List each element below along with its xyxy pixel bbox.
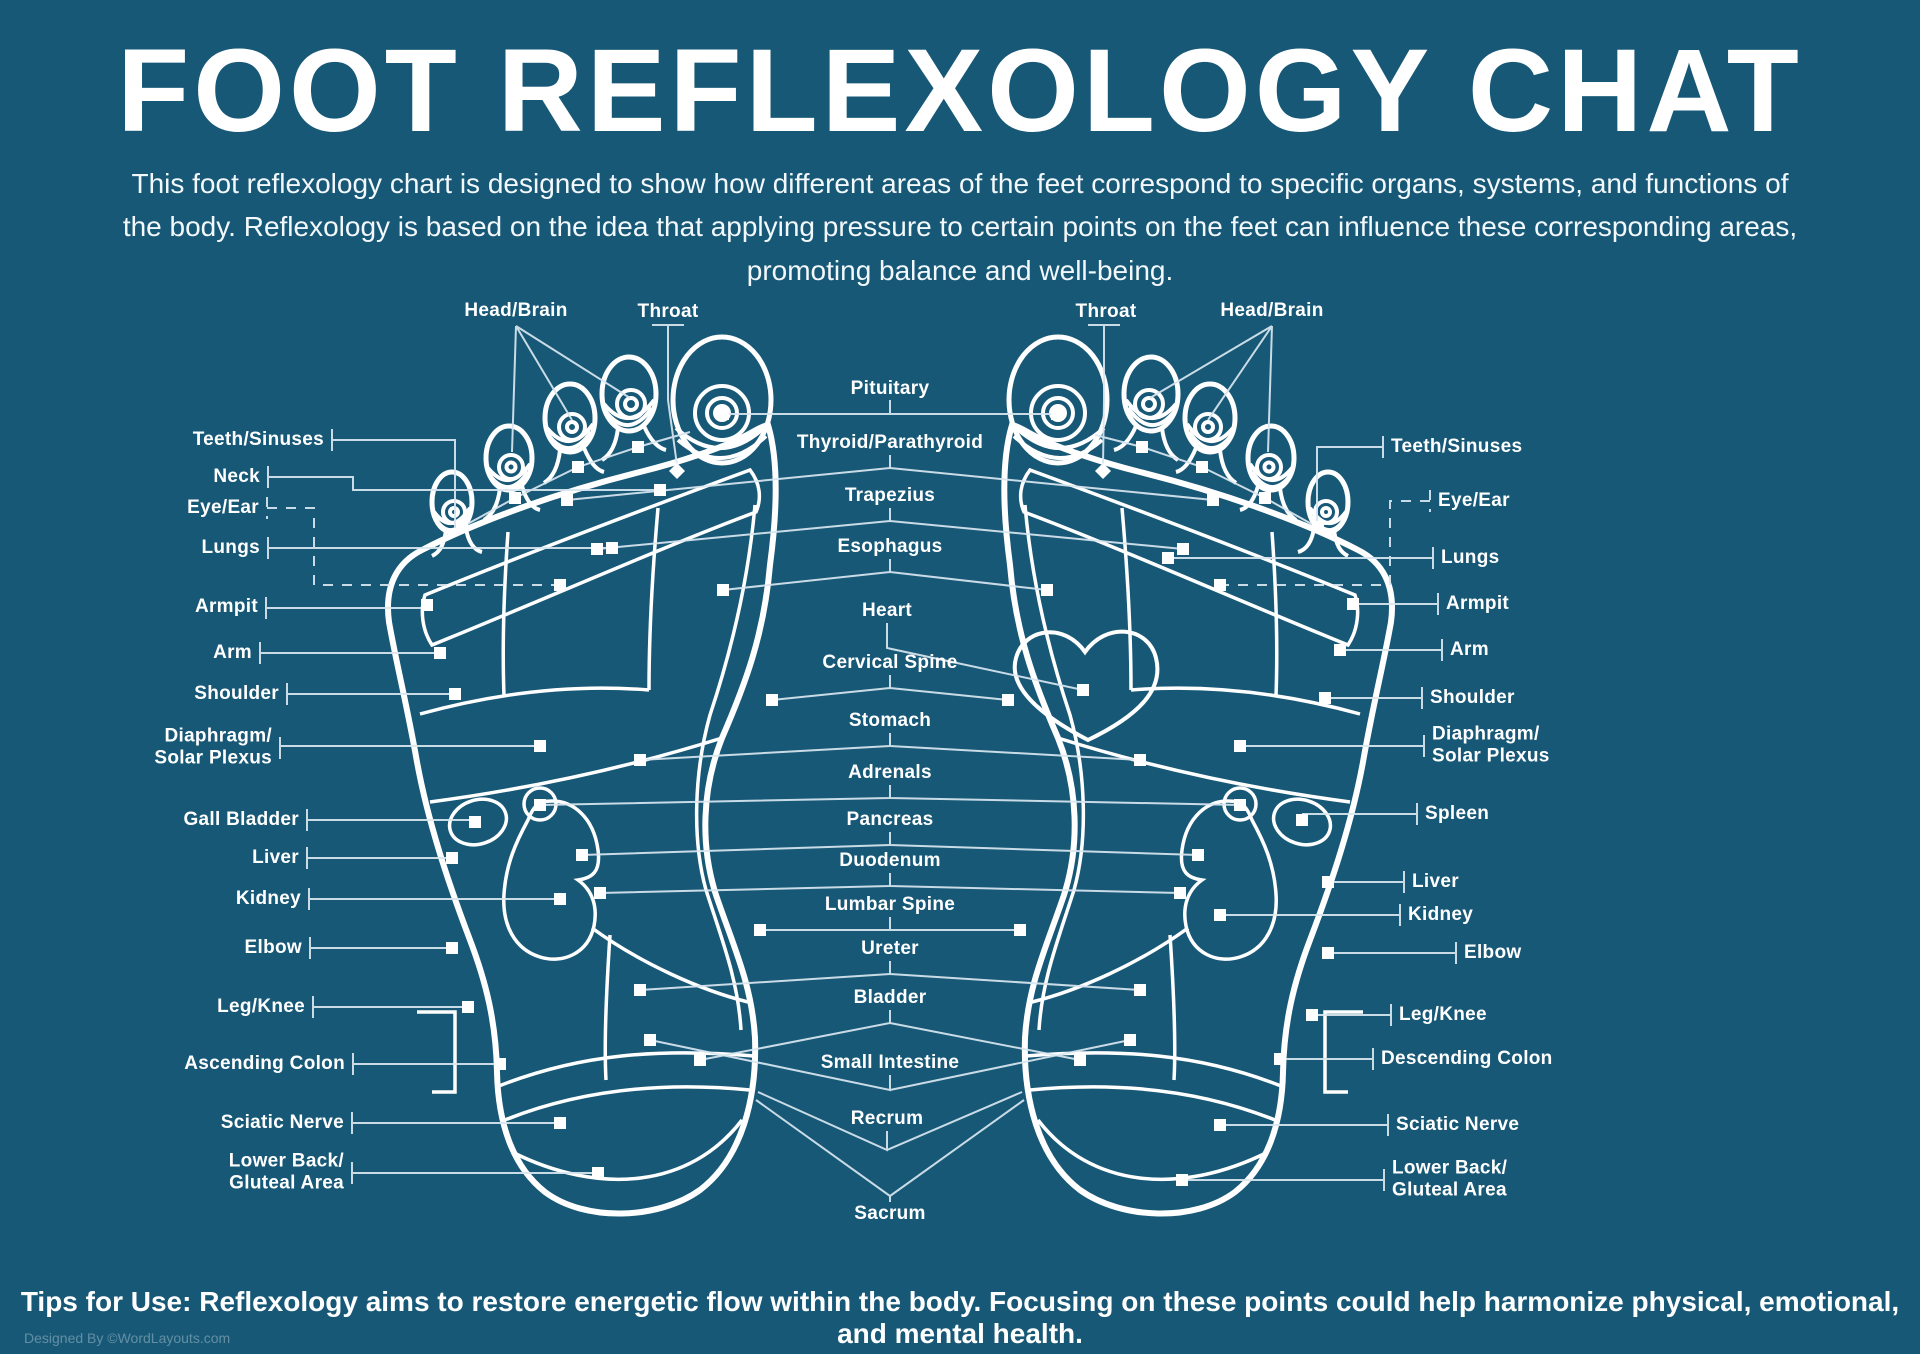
label-right-arm: Arm bbox=[1450, 638, 1489, 660]
credit-text: Designed By ©WordLayouts.com bbox=[24, 1330, 231, 1346]
label-left-lower-back-gluteal: Lower Back/ Gluteal Area bbox=[228, 1150, 344, 1194]
label-left-diaphragm-solar-plexus: Diaphragm/ Solar Plexus bbox=[154, 725, 272, 769]
label-right-teeth-sinuses: Teeth/Sinuses bbox=[1391, 435, 1523, 457]
label-right-lower-back-gluteal: Lower Back/ Gluteal Area bbox=[1392, 1157, 1508, 1201]
label-left-head-brain: Head/Brain bbox=[464, 299, 568, 321]
label-left-neck: Neck bbox=[213, 465, 260, 487]
label-right-sciatic-nerve: Sciatic Nerve bbox=[1396, 1113, 1520, 1135]
label-right-liver: Liver bbox=[1412, 870, 1459, 892]
label-left-gall-bladder: Gall Bladder bbox=[183, 808, 299, 830]
heart-shape bbox=[1012, 629, 1160, 743]
label-right-descending-colon: Descending Colon bbox=[1381, 1047, 1553, 1069]
label-duodenum: Duodenum bbox=[839, 849, 941, 871]
label-bladder: Bladder bbox=[853, 986, 927, 1008]
label-right-kidney: Kidney bbox=[1408, 903, 1474, 925]
label-right-head-brain: Head/Brain bbox=[1220, 299, 1324, 321]
connector-lines bbox=[259, 324, 1457, 1202]
label-cervical-spine: Cervical Spine bbox=[822, 651, 958, 673]
label-left-ascending-colon: Ascending Colon bbox=[184, 1052, 345, 1074]
label-left-sciatic-nerve: Sciatic Nerve bbox=[220, 1111, 344, 1133]
label-left-armpit: Armpit bbox=[194, 595, 258, 617]
label-right-throat: Throat bbox=[1075, 300, 1137, 322]
label-right-shoulder: Shoulder bbox=[1430, 686, 1515, 708]
label-left-kidney: Kidney bbox=[235, 887, 301, 909]
label-sacrum: Sacrum bbox=[854, 1202, 926, 1224]
label-left-shoulder: Shoulder bbox=[194, 682, 279, 704]
label-left-elbow: Elbow bbox=[244, 936, 302, 958]
label-left-arm: Arm bbox=[213, 641, 252, 663]
label-lumbar-spine: Lumbar Spine bbox=[824, 893, 956, 915]
label-stomach: Stomach bbox=[848, 709, 932, 731]
page-title: FOOT REFLEXOLOGY CHAT bbox=[117, 25, 1803, 157]
label-left-liver: Liver bbox=[252, 846, 299, 868]
label-right-eye-ear: Eye/Ear bbox=[1438, 489, 1510, 511]
label-adrenals: Adrenals bbox=[848, 761, 932, 783]
label-recrum: Recrum bbox=[850, 1107, 924, 1129]
label-trapezius: Trapezius bbox=[844, 484, 936, 506]
label-left-teeth-sinuses: Teeth/Sinuses bbox=[192, 428, 324, 450]
label-right-armpit: Armpit bbox=[1446, 592, 1510, 614]
label-left-lungs: Lungs bbox=[201, 536, 260, 558]
label-right-leg-knee: Leg/Knee bbox=[1399, 1003, 1487, 1025]
label-right-diaphragm-solar-plexus: Diaphragm/ Solar Plexus bbox=[1432, 723, 1550, 767]
label-right-spleen: Spleen bbox=[1425, 802, 1490, 824]
page-subtitle: This foot reflexology chart is designed … bbox=[122, 168, 1798, 286]
label-thyroid-parathyroid: Thyroid/Parathyroid bbox=[796, 431, 984, 453]
tips-text: Tips for Use: Reflexology aims to restor… bbox=[20, 1286, 1900, 1349]
label-left-leg-knee: Leg/Knee bbox=[217, 995, 305, 1017]
label-pancreas: Pancreas bbox=[846, 808, 934, 830]
label-ureter: Ureter bbox=[861, 937, 919, 959]
label-left-eye-ear: Eye/Ear bbox=[187, 496, 259, 518]
label-right-lungs: Lungs bbox=[1441, 546, 1500, 568]
label-heart: Heart bbox=[861, 599, 913, 621]
label-right-elbow: Elbow bbox=[1464, 941, 1522, 963]
label-pituitary: Pituitary bbox=[850, 377, 930, 399]
label-left-throat: Throat bbox=[637, 300, 699, 322]
label-esophagus: Esophagus bbox=[837, 535, 943, 557]
label-small-intestine: Small Intestine bbox=[820, 1051, 960, 1073]
